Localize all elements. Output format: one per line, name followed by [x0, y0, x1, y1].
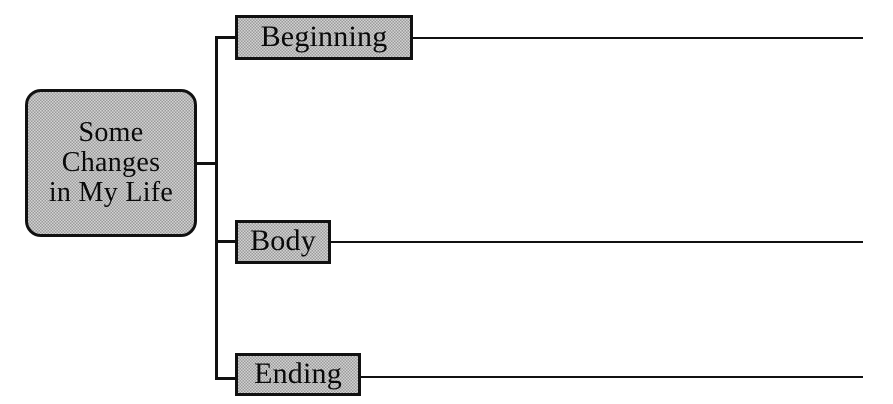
writing-rule-body: [329, 241, 863, 243]
connector-stub-beginning: [215, 36, 237, 39]
branch-node-beginning[interactable]: Beginning: [235, 15, 413, 60]
connector-vertical-trunk: [215, 38, 218, 380]
connector-stub-ending: [215, 377, 237, 380]
connector-stub-body: [215, 240, 237, 243]
writing-rule-beginning: [411, 37, 863, 39]
branch-node-ending-label: Ending: [254, 356, 342, 390]
root-node-line-2: Changes: [61, 146, 161, 178]
root-node-line-1: Some: [78, 116, 144, 148]
root-node-some-changes-in-my-life[interactable]: Some Changes in My Life: [25, 89, 197, 237]
root-node-line-3: in My Life: [48, 177, 174, 209]
branch-node-beginning-label: Beginning: [260, 19, 388, 53]
branch-node-body-label: Body: [250, 224, 316, 257]
branch-node-body[interactable]: Body: [235, 220, 331, 264]
writing-rule-ending: [359, 376, 863, 378]
branch-node-ending[interactable]: Ending: [235, 353, 361, 396]
connector-root-stub: [196, 162, 217, 165]
